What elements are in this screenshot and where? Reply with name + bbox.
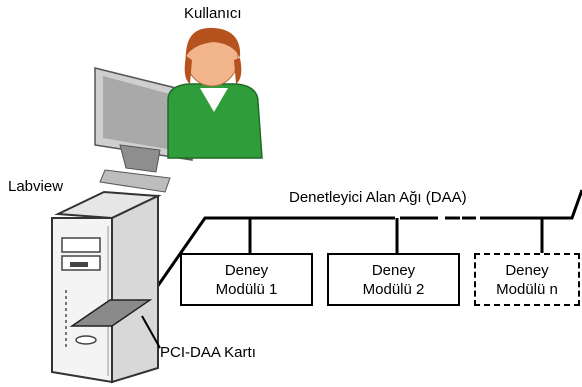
module-box-2: Deney Modülü 2 [327,253,460,306]
module-n-line2: Modülü n [496,280,558,298]
module-box-n: Deney Modülü n [474,253,580,306]
network-label: Denetleyici Alan Ağı (DAA) [289,189,467,206]
monitor-icon [94,67,193,193]
computer-tower-icon [51,190,162,384]
module-1-line1: Deney [224,261,269,279]
card-label: PCI-DAA Kartı [160,344,256,361]
card-leader-line [141,315,161,349]
pci-daa-card-icon [69,299,153,327]
module-1-line2: Modülü 1 [215,280,278,298]
module-n-line1: Deney [505,261,549,279]
network-bus-line [146,216,395,301]
module-box-1: Deney Modülü 1 [180,253,313,306]
module-2-line2: Modülü 2 [362,280,425,298]
network-bus-line-right [480,189,582,220]
user-label: Kullanıcı [184,5,242,22]
software-label: Labview [8,178,64,195]
user-icon [167,27,263,159]
module-2-line1: Deney [371,261,416,279]
